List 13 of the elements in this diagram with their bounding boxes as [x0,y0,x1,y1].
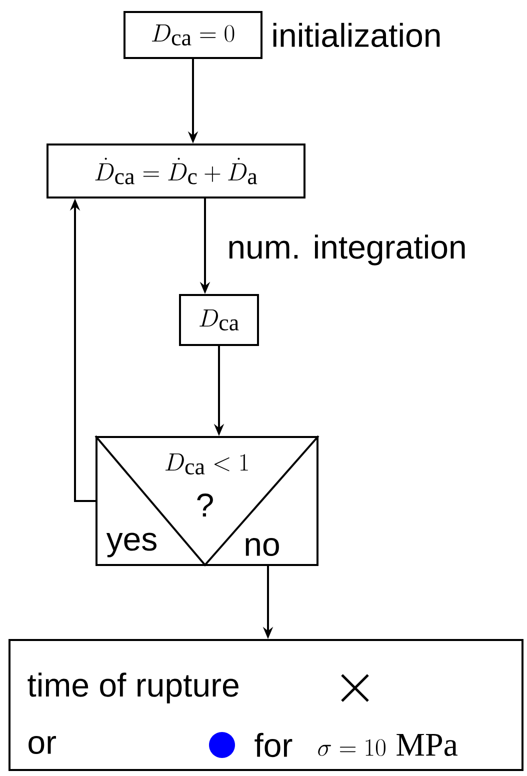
branch-label: no [246,538,279,556]
branch-label: yes [106,532,156,558]
stress-formula: $\sigma=10\ \mathrm{MPa}$ [318,734,458,756]
formula: $D_{\mathrm{ca}}=0$ [152,24,234,46]
annotation-text: initialization [273,22,440,48]
formula: $D_{\mathrm{ca}}$ [200,310,239,330]
result-text: time of rupture [28,672,238,704]
formula: $\dot{D}_{\mathrm{ca}}=\dot{D}_{\mathrm{c}}+\dot{D}_{\mathrm{a}}$ [95,158,258,184]
condition-formula: $D_{\mathrm{ca}}<1$ [165,454,248,474]
edge-label: num. integration [226,234,468,266]
question-mark: ? [197,493,213,517]
result-text: or [28,736,56,754]
result-text: for [254,732,292,758]
